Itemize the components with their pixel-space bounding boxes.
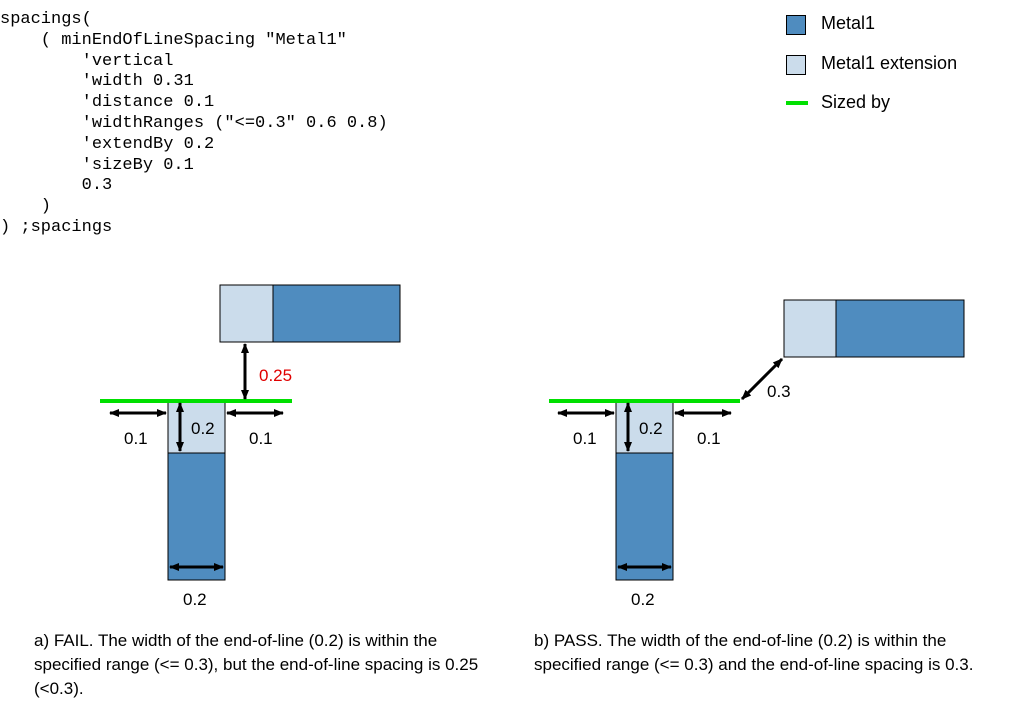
legend-label-metal1: Metal1 bbox=[821, 13, 876, 33]
spacing-label: 0.25 bbox=[259, 366, 292, 385]
legend-label-sized-by: Sized by bbox=[821, 92, 891, 112]
metal1-swatch bbox=[786, 15, 806, 35]
code-line: 'sizeBy 0.1 bbox=[0, 155, 194, 175]
caption-pass: b) PASS. The width of the end-of-line (0… bbox=[534, 631, 974, 674]
metal1-wire bbox=[167, 452, 226, 581]
code-line: 'widthRanges ("<=0.3" 0.6 0.8) bbox=[0, 113, 388, 133]
width-label: 0.2 bbox=[183, 590, 207, 609]
metal1-shape-upper bbox=[835, 299, 965, 358]
code-line: ( minEndOfLineSpacing "Metal1" bbox=[0, 30, 347, 50]
metal1-extension-upper bbox=[219, 284, 274, 343]
extension-swatch bbox=[786, 55, 806, 75]
spacing-label: 0.3 bbox=[767, 382, 791, 401]
width-label: 0.2 bbox=[631, 590, 655, 609]
sized-by-line bbox=[786, 101, 808, 105]
spacing-arrow bbox=[740, 357, 784, 401]
right-size-label: 0.1 bbox=[697, 429, 721, 448]
metal1-shape-upper bbox=[272, 284, 401, 343]
right-size-label: 0.1 bbox=[249, 429, 273, 448]
legend-label-extension: Metal1 extension bbox=[821, 53, 958, 73]
left-size-label: 0.1 bbox=[573, 429, 597, 448]
code-line: 0.3 bbox=[0, 176, 113, 196]
extension-height-label: 0.2 bbox=[191, 419, 215, 438]
code-line: spacings( bbox=[0, 10, 92, 29]
code-line: 'distance 0.1 bbox=[0, 93, 215, 113]
caption-fail: a) FAIL. The width of the end-of-line (0… bbox=[34, 631, 479, 698]
metal1-extension-upper bbox=[783, 299, 837, 358]
left-size-label: 0.1 bbox=[124, 429, 148, 448]
extension-height-label: 0.2 bbox=[639, 419, 663, 438]
diagram-b: 0.3 0.2 0.1 0.1 0.2 bbox=[549, 299, 965, 609]
code-line: ) bbox=[0, 197, 52, 217]
diagram-a: 0.25 0.2 0.1 0.1 0.2 bbox=[100, 284, 401, 609]
metal1-wire bbox=[615, 452, 674, 581]
code-line: ) ;spacings bbox=[0, 217, 113, 237]
rule-code-block: spacings( ( minEndOfLineSpacing "Metal1"… bbox=[0, 10, 388, 239]
code-line: 'extendBy 0.2 bbox=[0, 134, 215, 154]
code-line: 'vertical bbox=[0, 51, 174, 71]
code-line: 'width 0.31 bbox=[0, 72, 194, 92]
